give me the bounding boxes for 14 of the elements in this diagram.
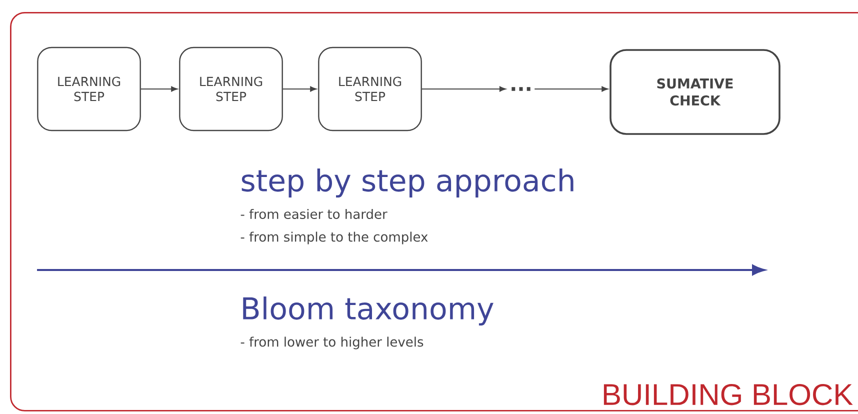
- check-box: SUMATIVE CHECK: [610, 49, 780, 135]
- heading: step by step approach: [242, 168, 574, 198]
- step-box: LEARNING STEP: [37, 46, 141, 132]
- arrow: [140, 86, 178, 92]
- arrow: [534, 86, 608, 92]
- arrow: [421, 86, 506, 92]
- note: - from lower to higher levels: [240, 336, 424, 350]
- step-box: LEARNING STEP: [179, 46, 283, 132]
- arrow: [282, 86, 317, 92]
- heading: Bloom taxonomy: [243, 296, 494, 326]
- ellipsis: ...: [512, 87, 530, 91]
- note: - from simple to the complex: [240, 232, 428, 244]
- step-box: LEARNING STEP: [318, 46, 422, 132]
- note: - from easier to harder: [240, 208, 388, 220]
